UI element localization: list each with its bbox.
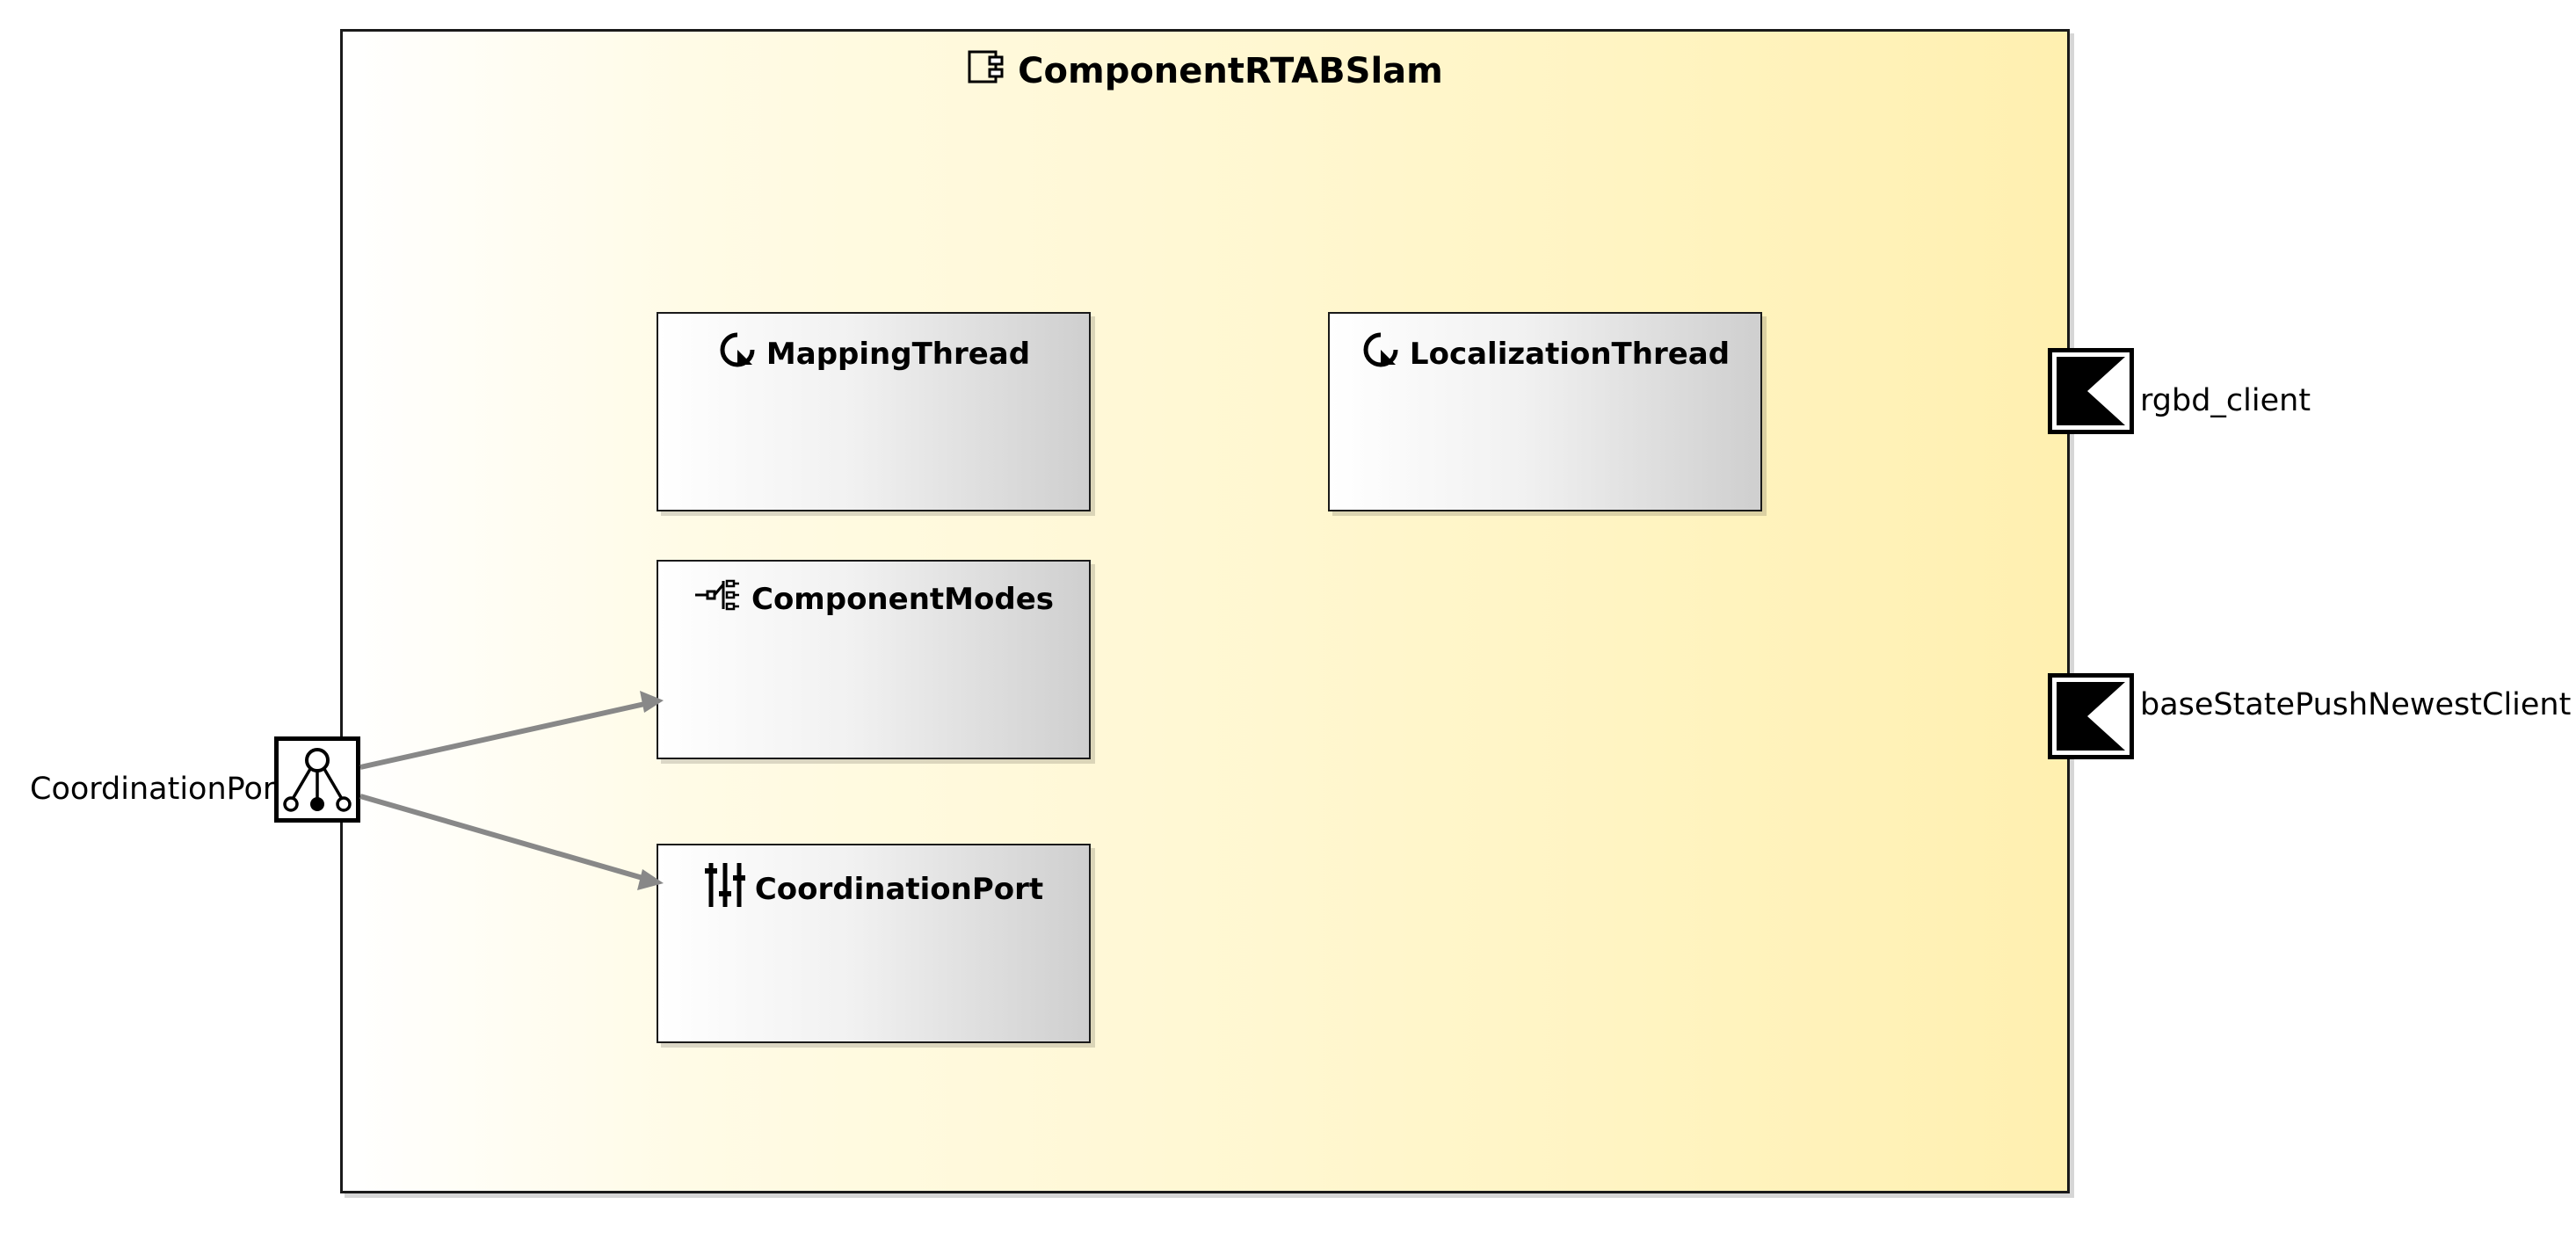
- rgbd-client-port[interactable]: [2048, 348, 2134, 434]
- thread-loop-icon: [717, 330, 758, 378]
- coordination-port[interactable]: [274, 736, 360, 823]
- base-state-client-label: baseStatePushNewestClient: [2140, 687, 2572, 722]
- thread-loop-icon: [1361, 330, 1401, 378]
- box-label: ComponentModes: [751, 581, 1054, 617]
- client-port-icon: [2052, 678, 2130, 755]
- component-icon: [967, 49, 1005, 93]
- sliders-icon: [704, 861, 746, 917]
- box-label: MappingThread: [766, 336, 1031, 372]
- component-title: ComponentRTABSlam: [343, 49, 2067, 93]
- box-label: CoordinationPort: [754, 871, 1044, 907]
- box-label: LocalizationThread: [1409, 336, 1731, 372]
- base-state-client-port[interactable]: [2048, 673, 2134, 759]
- component-title-text: ComponentRTABSlam: [1018, 51, 1443, 91]
- coordination-port-icon: [279, 741, 356, 818]
- client-port-icon: [2052, 352, 2130, 430]
- box-mapping-thread[interactable]: MappingThread: [657, 312, 1091, 511]
- box-localization-thread[interactable]: LocalizationThread: [1328, 312, 1762, 511]
- modes-tree-icon: [693, 577, 743, 620]
- coordination-port-label: CoordinationPort: [30, 772, 288, 807]
- box-component-modes[interactable]: ComponentModes: [657, 560, 1091, 759]
- rgbd-client-label: rgbd_client: [2140, 383, 2311, 418]
- component-container[interactable]: ComponentRTABSlam: [340, 29, 2070, 1193]
- box-coordination-port[interactable]: CoordinationPort: [657, 844, 1091, 1043]
